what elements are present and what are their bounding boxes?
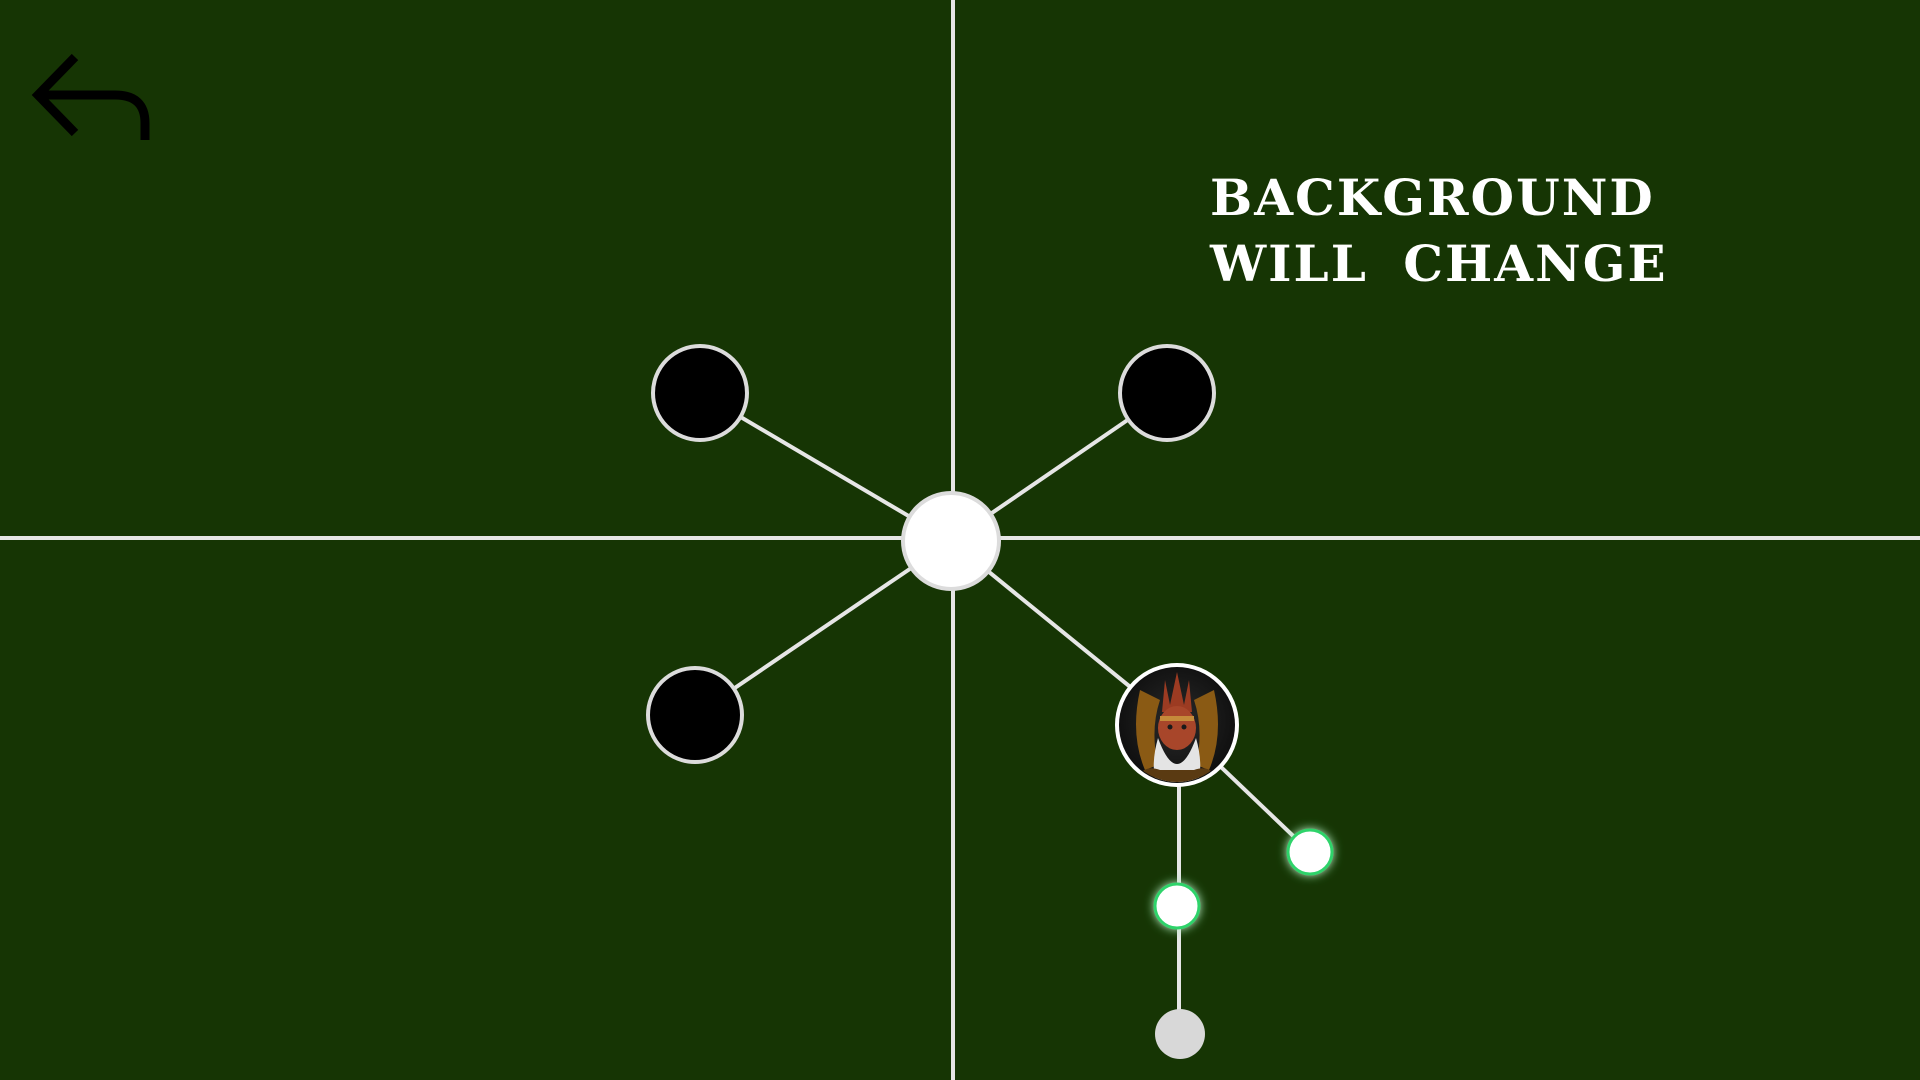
skill-node-lower-right-selected[interactable] — [1115, 663, 1240, 790]
skill-node-upper-left[interactable] — [651, 344, 749, 442]
skill-node-upper-right[interactable] — [1118, 344, 1216, 442]
connector-center-lower-left — [693, 539, 953, 717]
character-portrait-icon — [1120, 668, 1234, 782]
center-node[interactable] — [901, 491, 1001, 591]
skill-node-lower-left[interactable] — [646, 666, 744, 764]
undo-arrow-icon — [31, 53, 150, 140]
sub-node-down-2[interactable] — [1155, 1009, 1205, 1059]
sub-node-down-1[interactable] — [1153, 882, 1201, 930]
background-change-notice: BACKGROUND WILL CHANGE — [1210, 168, 1668, 293]
sub-node-diagonal[interactable] — [1286, 828, 1334, 876]
back-button[interactable] — [30, 45, 160, 155]
